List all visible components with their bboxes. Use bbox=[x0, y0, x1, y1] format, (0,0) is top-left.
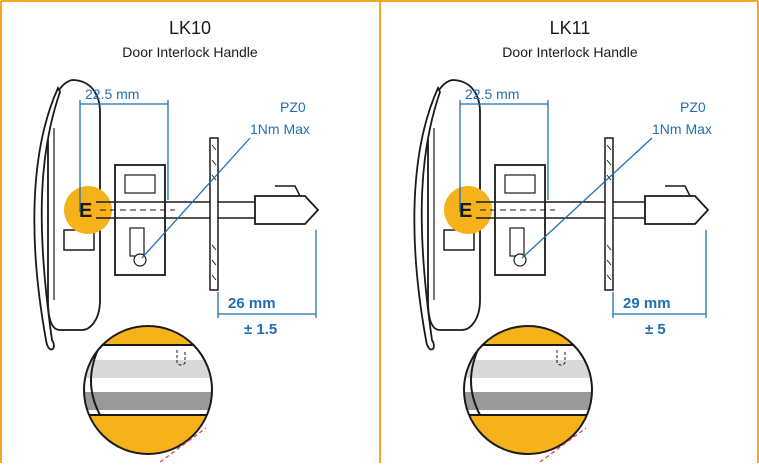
marking-letter: E bbox=[459, 200, 472, 222]
depth-label: 22.5 mm bbox=[465, 86, 519, 102]
highlight-circle bbox=[444, 186, 492, 234]
length-value: 26 mm bbox=[228, 295, 276, 312]
depth-label: 22.5 mm bbox=[85, 86, 139, 102]
tip-cap bbox=[665, 185, 691, 197]
tip-cap bbox=[275, 185, 301, 197]
highlight-circle bbox=[64, 186, 112, 234]
panel-title: LK11 bbox=[550, 18, 591, 38]
panel-subtitle: Door Interlock Handle bbox=[122, 44, 258, 60]
callout-leader bbox=[141, 137, 251, 259]
detail-outline bbox=[463, 325, 593, 455]
panel-title: LK10 bbox=[169, 18, 211, 38]
screw-body bbox=[509, 227, 525, 257]
length-tolerance: ± 5 bbox=[645, 321, 666, 338]
detail-outline bbox=[83, 325, 213, 455]
panel-subtitle: Door Interlock Handle bbox=[502, 44, 638, 60]
screw-type-label: PZ0 bbox=[680, 99, 706, 115]
screw-type-label: PZ0 bbox=[280, 99, 306, 115]
length-tolerance: ± 1.5 bbox=[244, 321, 277, 338]
handle-lever bbox=[33, 85, 61, 351]
panel-lk11: LK11 Door Interlock Handle E 22.5 mm PZ0… bbox=[413, 18, 712, 463]
torque-label: 1Nm Max bbox=[652, 121, 712, 137]
detail-cut-line bbox=[539, 427, 587, 463]
door-panel bbox=[604, 137, 614, 291]
handle-lever bbox=[413, 85, 441, 351]
panel-lk10: LK10 Door Interlock Handle E 22.5 mm bbox=[33, 18, 320, 463]
mechanism-tab bbox=[124, 174, 156, 194]
mechanism-tab bbox=[504, 174, 536, 194]
shaft-tip bbox=[254, 195, 320, 225]
length-value: 29 mm bbox=[623, 295, 671, 312]
callout-leader bbox=[521, 137, 653, 259]
shaft-tip bbox=[644, 195, 710, 225]
door-panel bbox=[209, 137, 219, 291]
screw-body bbox=[129, 227, 145, 257]
detail-hidden bbox=[556, 350, 566, 366]
torque-label: 1Nm Max bbox=[250, 121, 310, 137]
marking-letter: E bbox=[79, 200, 92, 222]
detail-cut-line bbox=[159, 427, 207, 463]
detail-hidden bbox=[176, 350, 186, 366]
